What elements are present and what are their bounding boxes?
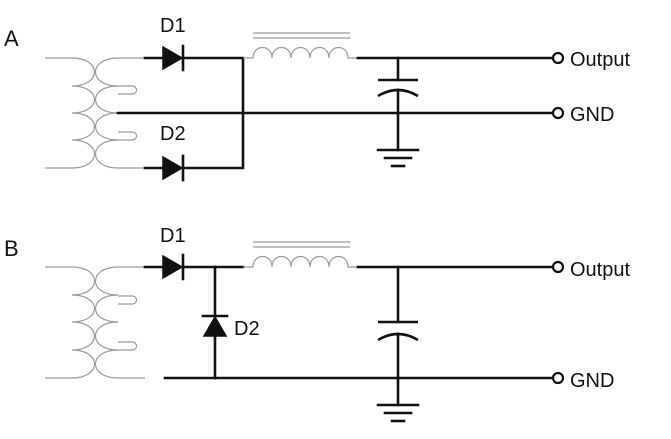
circuit-a-diode-d1 xyxy=(162,44,185,72)
circuit-a-label: A xyxy=(4,26,19,51)
circuit-b-diode-d1 xyxy=(162,253,185,281)
circuit-b: B D1 D2 Output GND xyxy=(4,225,630,423)
circuit-b-inductor xyxy=(243,241,358,268)
circuit-b-capacitor xyxy=(377,265,419,407)
circuit-b-diode-d2 xyxy=(201,265,229,380)
circuit-a-diode-d2 xyxy=(162,154,185,182)
circuit-b-gnd-terminal xyxy=(551,371,565,385)
circuit-a-capacitor xyxy=(377,56,419,152)
circuit-a-gnd-terminal xyxy=(551,106,565,120)
circuit-b-ground-symbol xyxy=(376,403,420,423)
circuit-b-output-label: Output xyxy=(570,259,630,281)
circuit-a-inductor xyxy=(243,32,358,59)
circuit-a-d1-label: D1 xyxy=(160,15,186,37)
circuit-a-gnd-label: GND xyxy=(570,104,614,126)
circuit-a-d2-label: D2 xyxy=(160,123,186,145)
circuit-a-ground-symbol xyxy=(376,148,420,168)
circuit-b-transformer xyxy=(45,266,145,379)
circuit-b-d1-label: D1 xyxy=(160,225,186,247)
circuit-a: A D1 D2 Output GND xyxy=(4,15,630,182)
circuit-b-gnd-label: GND xyxy=(570,370,614,392)
circuit-b-label: B xyxy=(4,236,19,261)
circuit-b-d2-label: D2 xyxy=(234,318,260,340)
circuit-a-output-label: Output xyxy=(570,49,630,71)
circuit-a-output-terminal xyxy=(551,51,565,65)
circuit-b-output-terminal xyxy=(551,260,565,274)
